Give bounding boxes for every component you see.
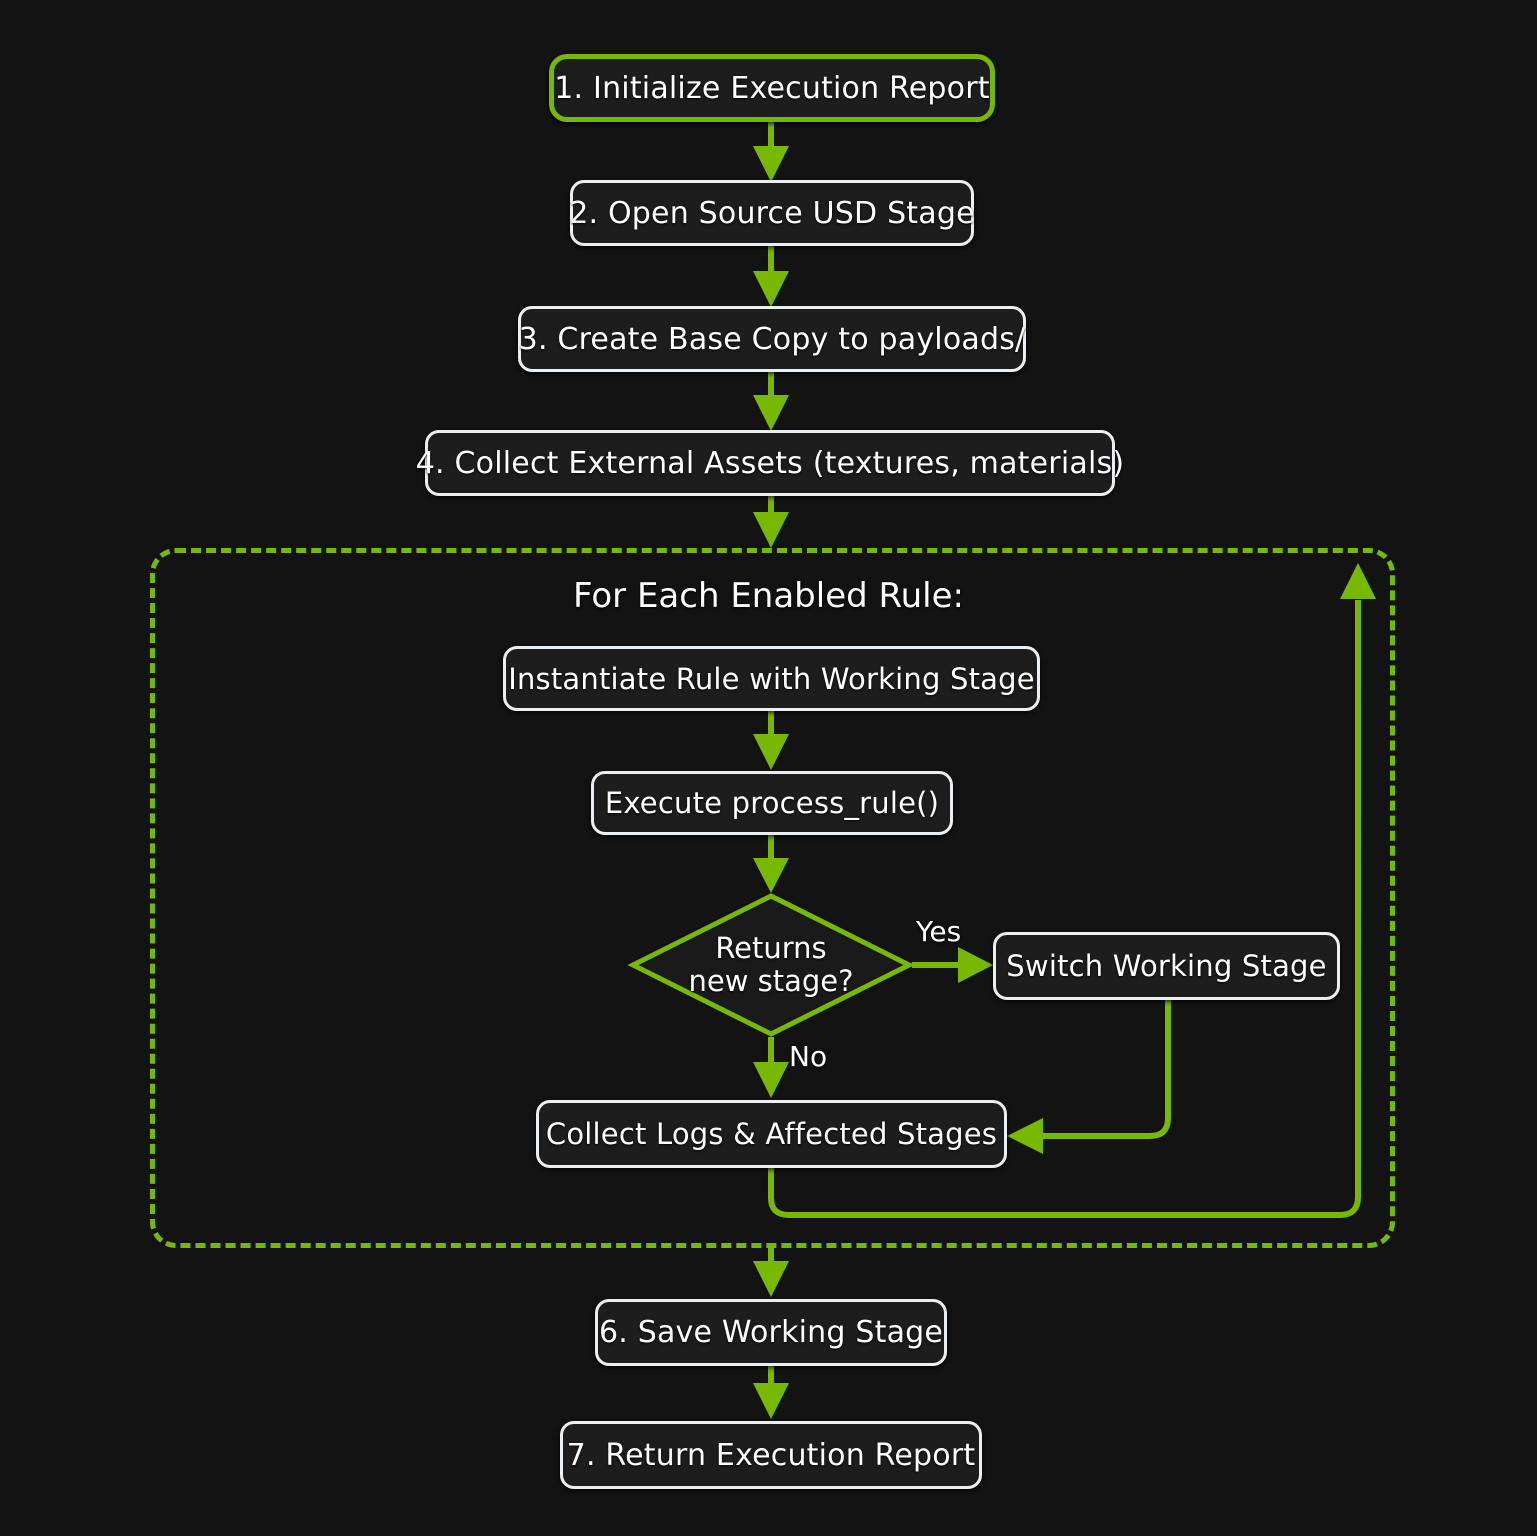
loop-container xyxy=(150,548,1395,1248)
decision-label: Returns new stage? xyxy=(688,930,854,998)
edge-n7-n8-yes xyxy=(912,947,993,983)
node-return-execution-report[interactable]: 7. Return Execution Report xyxy=(560,1421,982,1489)
node-execute-process-rule[interactable]: Execute process_rule() xyxy=(591,771,953,835)
node-create-base-copy[interactable]: 3. Create Base Copy to payloads/ xyxy=(518,306,1026,372)
edge-n5-n6 xyxy=(753,711,789,770)
edge-n8-n9 xyxy=(1007,1000,1171,1154)
edge-n4-loop xyxy=(753,496,789,548)
edge-label-no: No xyxy=(789,1040,828,1073)
node-collect-logs-affected-stages[interactable]: Collect Logs & Affected Stages xyxy=(536,1100,1007,1168)
node-switch-working-stage[interactable]: Switch Working Stage xyxy=(993,932,1340,1000)
node-instantiate-rule[interactable]: Instantiate Rule with Working Stage xyxy=(503,646,1040,711)
node-returns-new-stage-decision[interactable]: Returns new stage? xyxy=(627,893,915,1037)
edge-loopback xyxy=(768,563,1376,1218)
node-collect-external-assets[interactable]: 4. Collect External Assets (textures, ma… xyxy=(416,430,1124,496)
diamond-shape xyxy=(627,893,915,1037)
edge-n6-n7 xyxy=(753,835,789,893)
edge-n2-n3 xyxy=(753,246,789,307)
edge-n10-n11 xyxy=(753,1366,789,1419)
loop-container-title: For Each Enabled Rule: xyxy=(573,576,964,616)
edge-n1-n2 xyxy=(753,122,789,182)
node-initialize-execution-report[interactable]: 1. Initialize Execution Report xyxy=(549,54,995,122)
edge-n3-n4 xyxy=(753,372,789,431)
edge-label-yes: Yes xyxy=(916,915,962,948)
edge-n7-n9-no xyxy=(753,1037,789,1098)
node-open-source-usd-stage[interactable]: 2. Open Source USD Stage xyxy=(569,180,975,246)
edge-loop-n10 xyxy=(753,1248,789,1297)
node-save-working-stage[interactable]: 6. Save Working Stage xyxy=(595,1299,947,1366)
